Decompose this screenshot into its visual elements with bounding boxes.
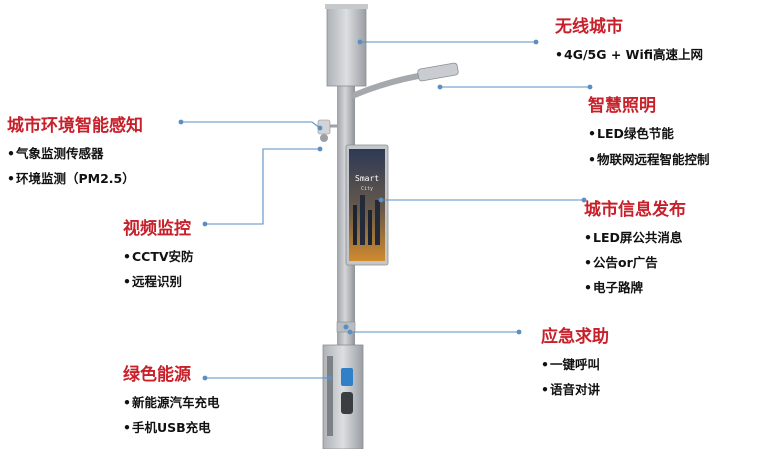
feature-item: CCTV安防 — [123, 249, 194, 265]
feature-title-wireless: 无线城市 — [555, 17, 623, 37]
feature-environment: 城市环境智能感知 气象监测传感器 环境监测（PM2.5） — [7, 115, 143, 187]
feature-emergency: 应急求助 一键呼叫 语音对讲 — [541, 326, 609, 398]
leader-line-video — [202, 146, 323, 227]
led-lamp-head — [417, 62, 459, 82]
charging-socket — [341, 392, 353, 414]
feature-item: 一键呼叫 — [541, 357, 609, 373]
feature-title-environment: 城市环境智能感知 — [7, 116, 143, 136]
screen-subtitle: City — [361, 186, 373, 192]
wireless-module-cap — [325, 4, 368, 9]
camera-body — [317, 119, 331, 135]
wireless-module-box — [326, 6, 367, 87]
feature-title-lighting: 智慧照明 — [588, 96, 656, 116]
charging-display — [341, 368, 353, 386]
feature-title-info-release: 城市信息发布 — [584, 200, 686, 220]
feature-title-emergency: 应急求助 — [541, 327, 609, 347]
feature-item: 语音对讲 — [541, 382, 609, 398]
street-pole: Smart City — [317, 4, 459, 449]
feature-title-green-energy: 绿色能源 — [123, 365, 191, 385]
feature-item: 公告or广告 — [584, 255, 686, 271]
feature-green-energy: 绿色能源 新能源汽车充电 手机USB充电 — [123, 364, 220, 436]
leader-line-environment — [178, 119, 323, 131]
camera-lens — [320, 134, 328, 142]
feature-title-video: 视频监控 — [123, 219, 191, 239]
feature-item: 环境监测（PM2.5） — [7, 171, 143, 187]
feature-item: 新能源汽车充电 — [123, 395, 220, 411]
screen-title: Smart — [355, 174, 379, 183]
feature-item: 物联网远程智能控制 — [588, 152, 710, 168]
feature-item: 气象监测传感器 — [7, 146, 143, 162]
feature-item: 手机USB充电 — [123, 420, 220, 436]
feature-item: 电子路牌 — [584, 280, 686, 296]
feature-item: 远程识别 — [123, 274, 194, 290]
feature-video: 视频监控 CCTV安防 远程识别 — [123, 218, 194, 290]
feature-info-release: 城市信息发布 LED屏公共消息 公告or广告 电子路牌 — [584, 199, 686, 296]
feature-lighting: 智慧照明 LED绿色节能 物联网远程智能控制 — [588, 95, 710, 168]
feature-item: 4G/5G + Wifi高速上网 — [555, 47, 703, 63]
leader-lines — [178, 39, 593, 381]
feature-item: LED绿色节能 — [588, 126, 710, 142]
feature-item: LED屏公共消息 — [584, 230, 686, 246]
feature-wireless: 无线城市 4G/5G + Wifi高速上网 — [555, 16, 703, 63]
